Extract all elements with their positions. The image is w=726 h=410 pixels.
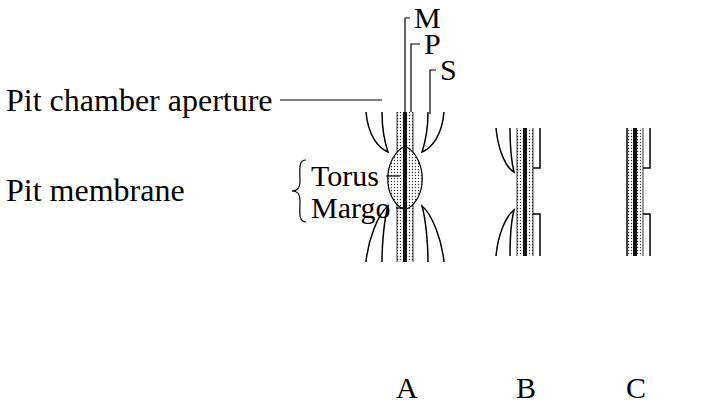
middle-lamella bbox=[633, 128, 637, 256]
wall-line bbox=[517, 128, 518, 256]
simple-pit-wall bbox=[643, 128, 650, 168]
pit-border bbox=[496, 210, 514, 256]
simple-pit-wall bbox=[643, 214, 650, 256]
wall-b bbox=[496, 128, 540, 256]
pit-border bbox=[422, 206, 444, 262]
leader-line bbox=[396, 207, 404, 208]
wall-line bbox=[643, 128, 644, 256]
leader-line bbox=[280, 99, 382, 100]
figure-letter: B bbox=[516, 373, 536, 403]
simple-pit-wall bbox=[533, 214, 540, 256]
leader-line bbox=[405, 18, 410, 112]
middle-lamella bbox=[403, 112, 407, 262]
part-label: Pit chamber aperture bbox=[6, 84, 273, 116]
leader-line bbox=[411, 44, 420, 112]
wall-layer-label: P bbox=[424, 29, 441, 59]
brace bbox=[292, 160, 306, 222]
wall-layer-label: S bbox=[440, 55, 457, 85]
primary-wall bbox=[637, 128, 643, 256]
wall-c bbox=[627, 128, 650, 256]
leader-line bbox=[386, 175, 400, 176]
part-label: Torus bbox=[311, 161, 379, 191]
pit-border bbox=[422, 112, 444, 152]
leader-lines bbox=[280, 18, 436, 222]
middle-lamella bbox=[523, 128, 527, 256]
primary-wall bbox=[517, 128, 523, 256]
simple-pit-wall bbox=[533, 128, 540, 168]
leader-line bbox=[430, 70, 436, 114]
pit-border bbox=[496, 128, 514, 172]
primary-wall bbox=[627, 128, 633, 256]
wall-line bbox=[533, 128, 534, 256]
primary-wall bbox=[527, 128, 533, 256]
wall-line bbox=[626, 128, 628, 256]
part-label: Pit membrane bbox=[6, 174, 185, 206]
figure-letter: C bbox=[626, 373, 646, 403]
pit-border bbox=[366, 112, 388, 152]
figure-letter: A bbox=[396, 373, 418, 403]
part-label: Margo bbox=[311, 193, 390, 223]
